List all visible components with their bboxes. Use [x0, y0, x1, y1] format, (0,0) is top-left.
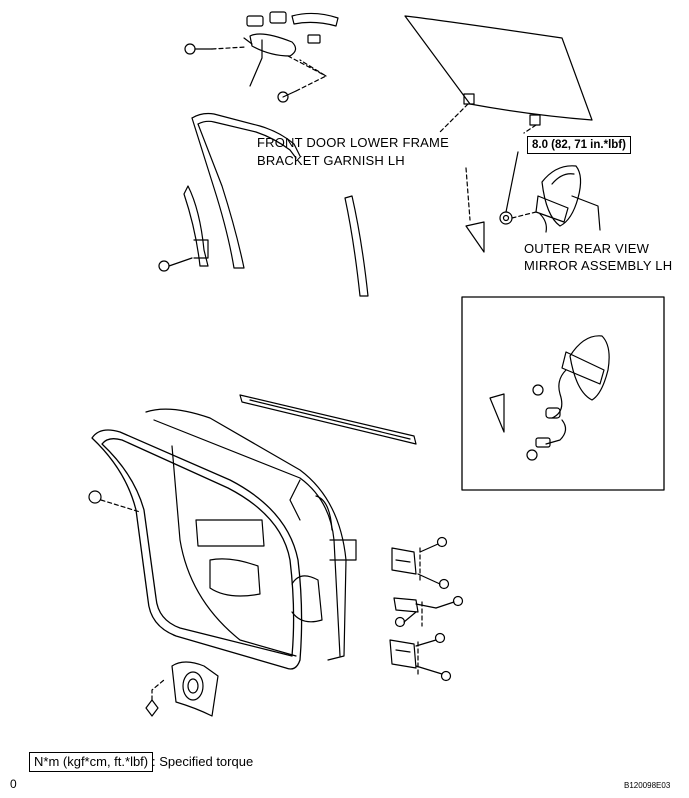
garnish-label-line2: BRACKET GARNISH LH: [257, 153, 405, 168]
door-weatherstrip: [91, 429, 303, 670]
rear-lower-frame: [344, 195, 369, 297]
figure-id: B120098E03: [624, 781, 671, 790]
weatherstrip-clip-icon: [88, 490, 141, 513]
outer-rear-view-mirror: [535, 165, 601, 233]
handle-bolt-icon: [184, 43, 213, 55]
lower-hinge: [389, 639, 417, 669]
legend-unit-box: N*m (kgf*cm, ft.*lbf): [29, 752, 154, 772]
lower-frame-bracket-garnish: [465, 221, 485, 253]
speaker-screw-icon: [145, 679, 165, 717]
frame-bolt-icon: [158, 257, 193, 272]
hinge-bolt-icon: [415, 632, 446, 647]
glass-run-channel: [191, 112, 301, 269]
mirror-label-line2: MIRROR ASSEMBLY LH: [524, 258, 673, 273]
middle-check-arm: [393, 597, 437, 613]
hinge-bolt-icon: [415, 665, 452, 682]
mirror-connector-inset: [461, 296, 665, 491]
upper-hinge: [391, 547, 417, 575]
handle-bolt-icon: [277, 90, 297, 103]
footer-left-mark: 0: [10, 777, 17, 791]
mirror-label-line1: OUTER REAR VIEW: [524, 241, 650, 256]
garnish-label-line1: FRONT DOOR LOWER FRAME: [257, 135, 449, 150]
front-lower-frame: [183, 185, 209, 267]
outside-handle-assembly: [243, 11, 339, 87]
hinge-bolt-icon: [394, 611, 417, 628]
torque-spec-box: 8.0 (82, 71 in.*lbf): [527, 136, 631, 154]
hinge-bolt-icon: [417, 573, 450, 590]
door-glass: [404, 15, 593, 134]
mirror-nut-icon: [499, 151, 537, 225]
legend-description: : Specified torque: [152, 754, 254, 769]
door-panel: [145, 408, 357, 661]
hinge-bolt-icon: [419, 536, 448, 553]
hinge-bolt-icon: [435, 595, 464, 609]
belt-moulding: [239, 394, 417, 445]
speaker: [171, 661, 219, 717]
